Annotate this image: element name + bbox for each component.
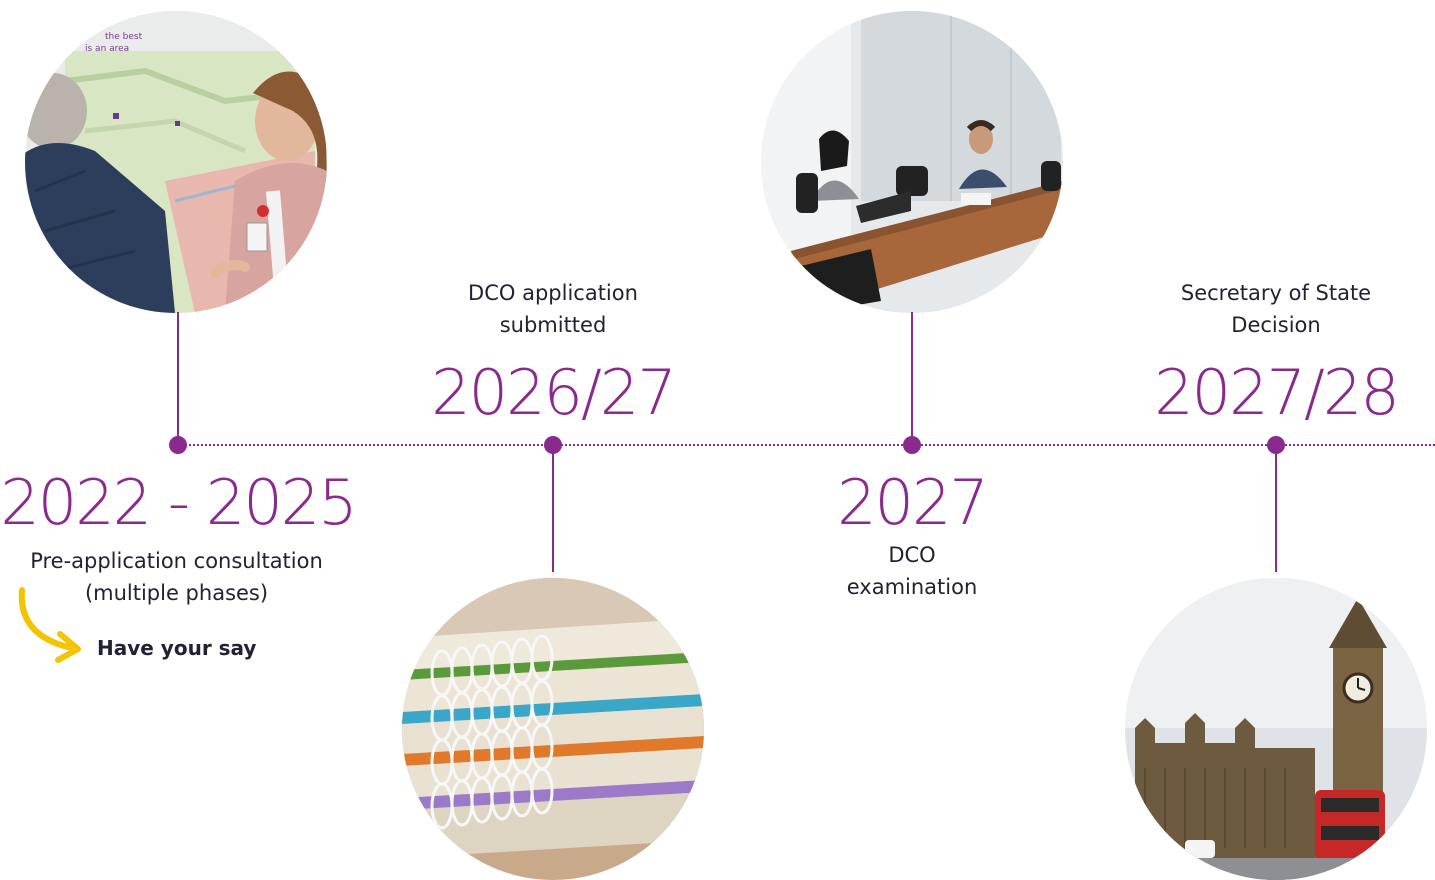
svg-text:the best: the best	[105, 32, 143, 42]
timeline-axis	[178, 444, 1435, 446]
milestone-2-caption-line2: submitted	[499, 313, 607, 337]
milestone-2-stem	[552, 444, 554, 572]
milestone-1-caption-line2: (multiple phases)	[84, 581, 269, 605]
milestone-1-dot	[169, 436, 187, 454]
examination-hearing-photo	[761, 11, 1063, 313]
milestone-2-caption-line1: DCO application	[468, 281, 638, 305]
milestone-4-stem	[1275, 444, 1277, 572]
milestone-3-dot	[903, 436, 921, 454]
milestone-1-stem	[177, 312, 179, 444]
milestone-4-caption-line2: Decision	[1231, 313, 1321, 337]
curved-arrow-icon	[14, 586, 86, 670]
milestone-3-stem	[911, 312, 913, 444]
milestone-3-year: 2027	[837, 466, 989, 539]
milestone-4-year: 2027/28	[1154, 356, 1400, 429]
spiral-bound-documents-photo	[402, 578, 704, 880]
milestone-3-caption-line2: examination	[846, 575, 978, 599]
milestone-2-year: 2026/27	[431, 356, 677, 429]
milestone-3-caption-line1: DCO	[888, 543, 936, 567]
milestone-4-caption-line1: Secretary of State	[1180, 281, 1372, 305]
milestone-1-caption-line1: Pre-application consultation	[30, 549, 323, 573]
houses-of-parliament-photo	[1125, 578, 1427, 880]
svg-text:is an area: is an area	[85, 44, 129, 54]
consultation-event-photo: the best is an area	[25, 11, 327, 313]
milestone-1-year: 2022 - 2025	[0, 466, 357, 539]
have-your-say-link[interactable]: Have your say	[97, 636, 257, 660]
